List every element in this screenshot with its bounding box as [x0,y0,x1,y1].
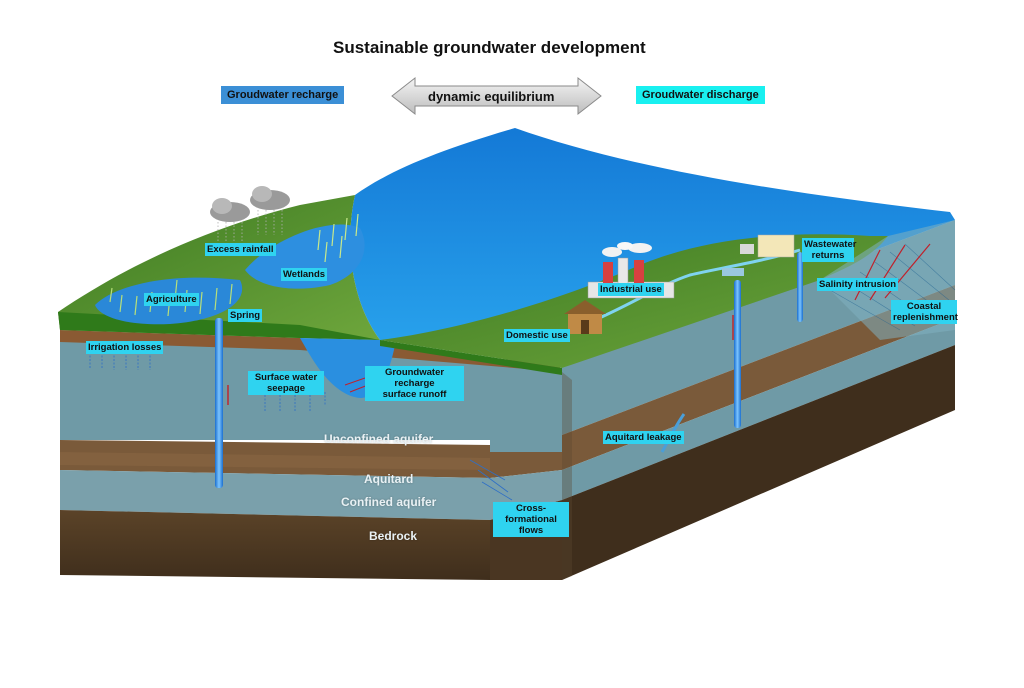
treatment-plant-icon [722,234,795,276]
irrigation-arrows [89,352,151,370]
gw-recharge-runoff-label: Groundwater recharge surface runoff [365,366,464,401]
coastal-line2: replenishment [893,312,958,323]
agriculture-label: Agriculture [144,293,199,306]
surface-water-seepage-label: Surface water seepage [248,371,324,395]
irrigation-losses-label: Irrigation losses [86,341,164,354]
spring-label: Spring [228,309,263,322]
domestic-use-label: Domestic use [504,329,570,342]
salinity-intrusion-label: Salinity intrusion [817,278,899,291]
supply-pipe [594,248,801,322]
sea-surface [350,128,955,368]
equilibrium-arrow [391,76,602,116]
cross-formational-line1: Cross-formational [505,503,557,525]
house-icon [564,300,606,334]
equilibrium-label: dynamic equilibrium [428,89,555,104]
wastewater-well [797,252,803,322]
bedrock-label: Bedrock [369,529,418,543]
industrial-well [734,280,741,428]
aquitard-leakage-label: Aquitard leakage [603,431,684,444]
rain-clouds-icon [210,186,290,245]
coastal-line1: Coastal [906,301,942,312]
cross-formational-line2: flows [518,525,544,536]
block-front-face [60,330,572,580]
cross-flow-arrows [469,459,513,501]
gw-recharge-runoff-line1: Groundwater recharge [384,367,445,389]
wastewater-returns-label: Wastewater returns [802,238,857,262]
discharge-box: Groudwater discharge [636,86,765,104]
excess-rainfall-label: Excess rainfall [205,243,276,256]
industrial-use-label: Industrial use [598,283,664,296]
page-title: Sustainable groundwater development [333,38,646,57]
gw-recharge-runoff-line2: surface runoff [382,389,447,400]
wastewater-line1: Wastewater [804,239,857,250]
aquitard-layer-label: Aquitard [364,472,414,486]
unconfined-aquifer-label: Unconfined aquifer [324,432,434,446]
coastal-replenishment-label: Coastal replenishment [891,300,958,324]
wetland-reeds [317,213,359,263]
wetlands-label: Wetlands [281,268,328,281]
surface-water-seepage-line1: Surface water [254,372,318,383]
wetlands-pond [245,224,365,289]
wastewater-line2: returns [811,250,845,261]
recharge-box: Groudwater recharge [221,86,345,104]
cross-formational-label: Cross-formational flows [493,502,569,537]
seepage-arrows [264,392,326,412]
confined-aquifer-label: Confined aquifer [341,495,437,509]
surface-water-seepage-line2: seepage [266,383,306,394]
agriculture-well [215,318,223,488]
